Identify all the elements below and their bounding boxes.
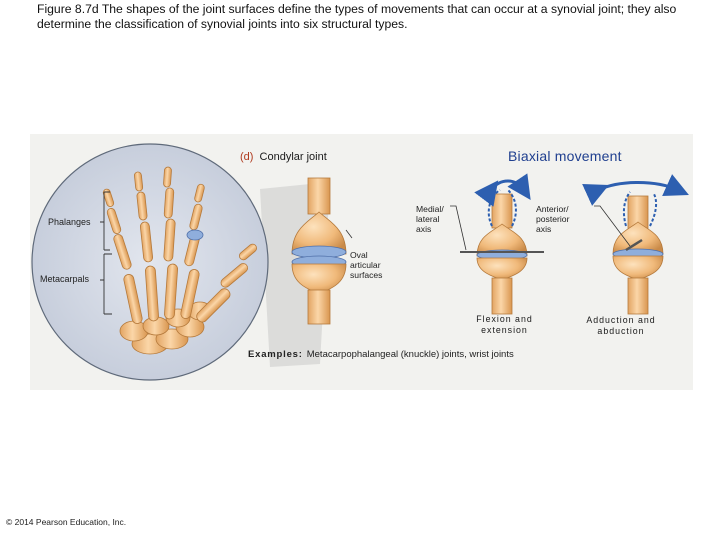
flexion-joint xyxy=(450,173,544,315)
medial-lateral-line-1: Medial/ xyxy=(416,204,444,214)
flexion-line-2: extension xyxy=(481,325,528,335)
examples-heading: Examples: xyxy=(248,349,303,360)
adduction-abduction-caption: Adduction and abduction xyxy=(572,315,670,337)
adduction-joint xyxy=(582,174,689,315)
anterior-posterior-line-2: posterior xyxy=(536,214,570,224)
label-metacarpals: Metacarpals xyxy=(40,274,90,284)
flexion-extension-caption: Flexion and extension xyxy=(462,314,547,336)
label-medial-lateral-axis: Medial/ lateral axis xyxy=(416,204,444,234)
label-anterior-posterior-axis: Anterior/ posterior axis xyxy=(536,204,569,234)
anterior-posterior-line-3: axis xyxy=(536,224,552,234)
anterior-posterior-line-1: Anterior/ xyxy=(536,204,569,214)
anterior-posterior-axis-line xyxy=(625,238,643,252)
medial-lateral-line-2: lateral xyxy=(416,214,440,224)
oval-line-3: surfaces xyxy=(350,270,383,280)
adduction-line-1: Adduction and xyxy=(586,315,656,325)
panel-illustration xyxy=(31,143,689,381)
examples-text: Metacarpophalangeal (knuckle) joints, wr… xyxy=(306,349,514,360)
oval-line-1: Oval xyxy=(350,250,368,260)
oval-line-2: articular xyxy=(350,260,381,270)
label-phalanges: Phalanges xyxy=(48,217,91,227)
examples-line: Examples:Metacarpophalangeal (knuckle) j… xyxy=(248,349,514,360)
label-brackets xyxy=(100,191,112,315)
medial-lateral-line-3: axis xyxy=(416,224,432,234)
flexion-line-1: Flexion and xyxy=(476,314,533,324)
panel-tag: (d) xyxy=(240,151,254,163)
oval-surface-leader xyxy=(345,229,353,239)
highlighted-joint xyxy=(186,229,204,241)
copyright-notice: © 2014 Pearson Education, Inc. xyxy=(6,517,127,527)
adduction-line-2: abduction xyxy=(597,326,645,336)
diagram-panel xyxy=(30,134,693,390)
hand-circle xyxy=(31,143,269,381)
movement-title: Biaxial movement xyxy=(508,148,622,164)
joint-name: Condylar joint xyxy=(259,151,327,163)
condylar-joint xyxy=(291,177,347,325)
joint-heading: (d) Condylar joint xyxy=(240,151,327,163)
label-oval-surfaces: Oval articular surfaces xyxy=(350,250,382,280)
figure-caption: Figure 8.7d The shapes of the joint surf… xyxy=(37,2,677,31)
